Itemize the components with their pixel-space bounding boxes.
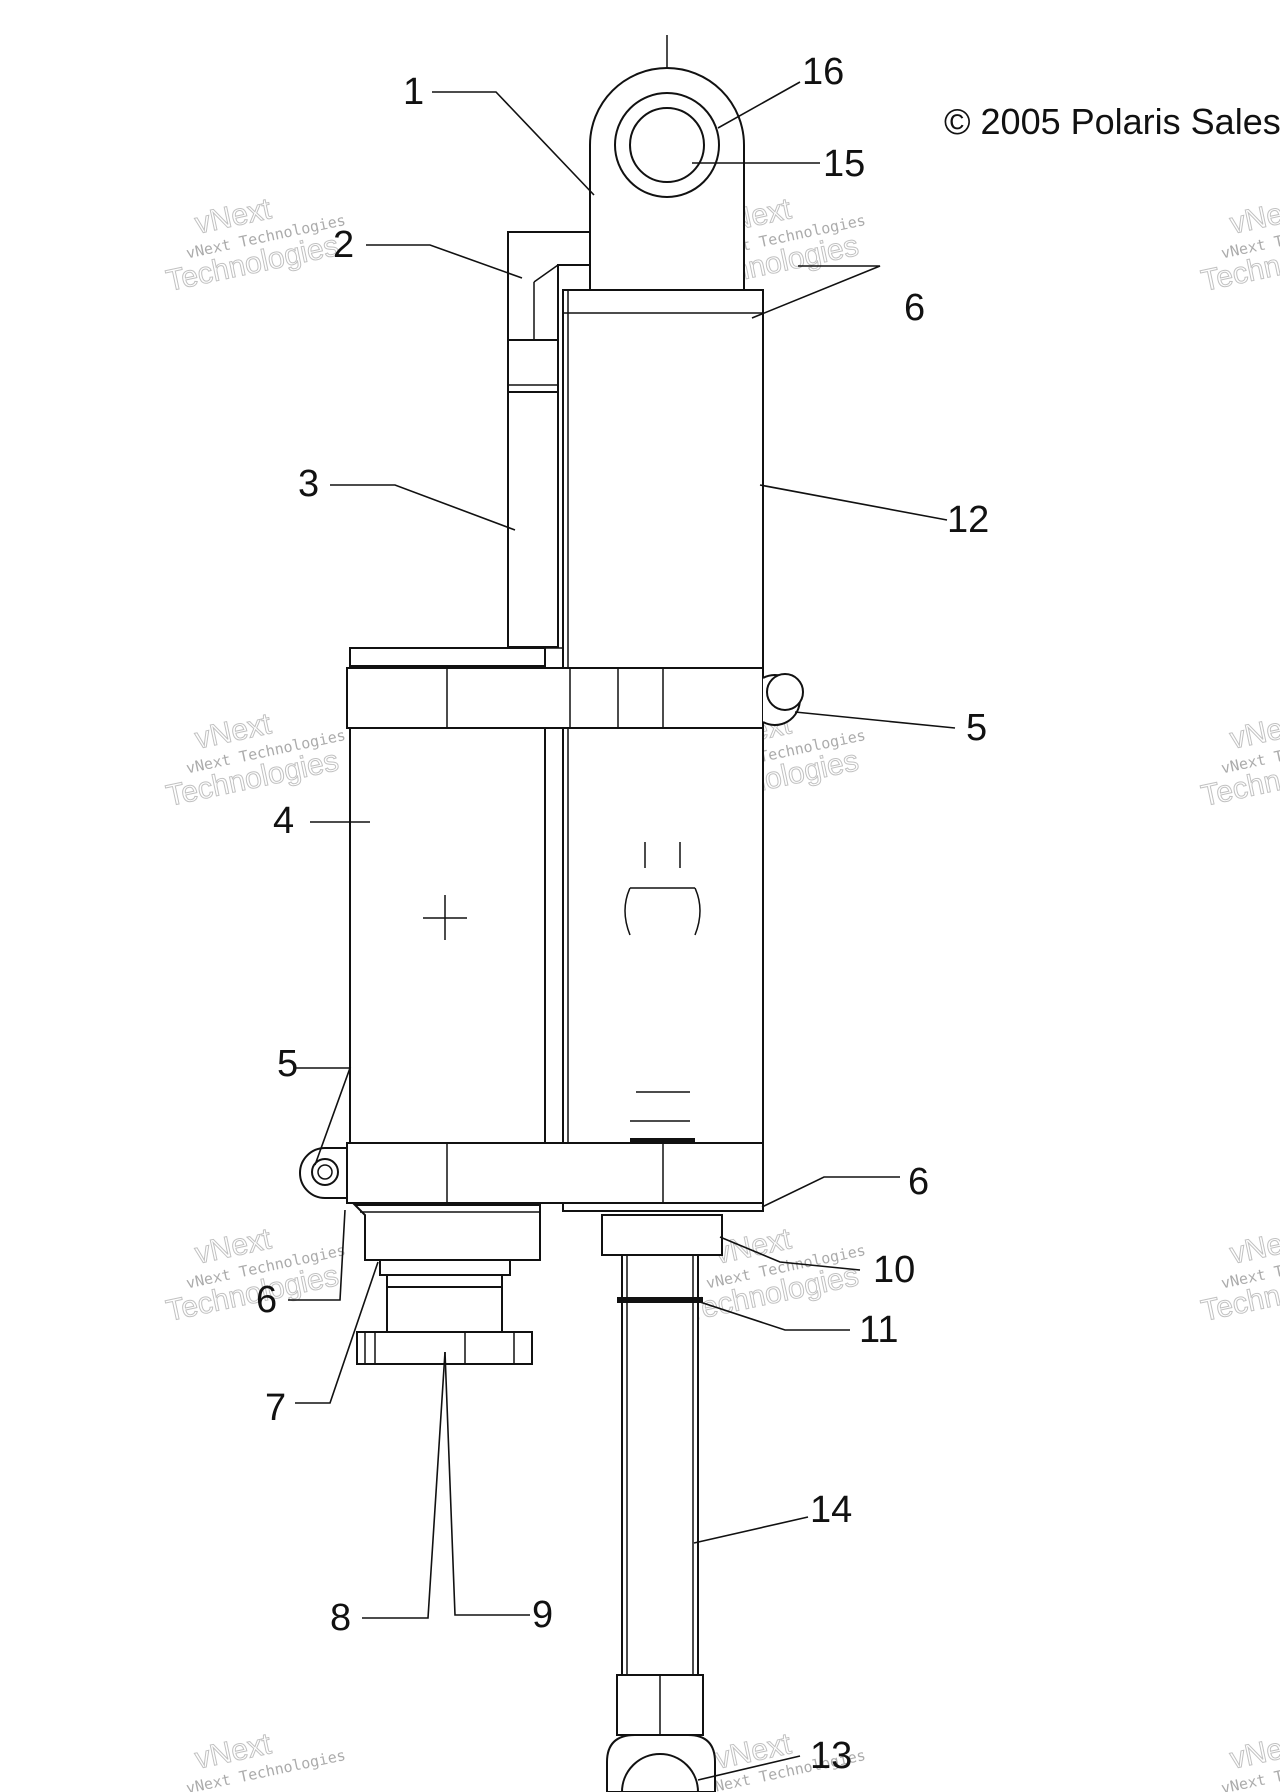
callout-6-left: 6 <box>256 1279 277 1321</box>
copyright-notice: © 2005 Polaris Sales <box>944 101 1280 142</box>
callout-13: 13 <box>810 1735 852 1777</box>
callout-14: 14 <box>810 1489 852 1531</box>
callout-3: 3 <box>298 463 319 505</box>
reservoir-body <box>349 647 563 1144</box>
top-eye-mount <box>589 35 745 291</box>
callout-11: 11 <box>859 1309 898 1351</box>
leader-lines <box>288 81 956 1781</box>
callout-5-upper: 5 <box>966 707 987 749</box>
callout-8: 8 <box>330 1597 351 1639</box>
callout-15: 15 <box>823 143 865 185</box>
watermark: vNext vNext Technologies <box>1219 1727 1280 1792</box>
reservoir-end-cap <box>352 1204 541 1365</box>
callout-5-lower: 5 <box>277 1043 298 1085</box>
callout-9: 9 <box>532 1594 553 1636</box>
lower-clamp <box>299 1142 764 1212</box>
callout-12: 12 <box>947 499 989 541</box>
watermark: vNext vNext Technologies Technologies <box>1198 707 1280 814</box>
shaft-assembly <box>601 1214 723 1792</box>
watermark: vNext vNext Technologies Technologies <box>1198 192 1280 299</box>
watermark: vNext vNext Technologies <box>184 1727 347 1792</box>
callouts: 1 2 3 4 5 5 6 6 6 7 8 9 10 11 12 13 14 1… <box>256 51 989 1777</box>
callout-4: 4 <box>273 800 294 842</box>
watermark: vNext vNext Technologies Technologies <box>163 1222 347 1329</box>
watermark: vNext vNext Technologies Technologies <box>1198 1222 1280 1329</box>
callout-10: 10 <box>873 1249 915 1291</box>
callout-7: 7 <box>265 1387 286 1429</box>
callout-2: 2 <box>333 224 354 266</box>
callout-1: 1 <box>403 71 424 113</box>
upper-clamp <box>346 647 804 729</box>
shock-parts <box>299 35 804 1792</box>
callout-6-top: 6 <box>904 287 925 329</box>
watermark: vNext vNext Technologies Technologies <box>163 707 347 814</box>
callout-6-right: 6 <box>908 1161 929 1203</box>
watermark: vNext vNext Technologies Technologies <box>163 192 347 299</box>
callout-16: 16 <box>802 51 844 93</box>
